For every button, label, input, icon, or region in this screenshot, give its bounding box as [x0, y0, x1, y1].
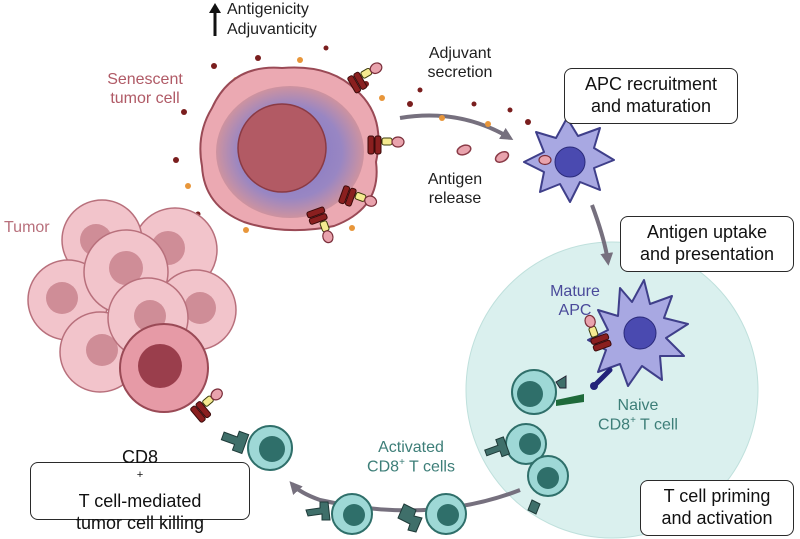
- naive-t-cell: [511, 369, 584, 415]
- senescent-tumor-cell: [199, 66, 380, 232]
- antigenicity-label: Antigenicity: [227, 1, 309, 18]
- activated-t-cells-bottom: [305, 493, 467, 535]
- mhc-receptors-senescent: [306, 62, 405, 244]
- tumor-cluster: [27, 199, 237, 423]
- up-arrow-icon: [209, 3, 221, 36]
- mature-apc: [584, 279, 689, 390]
- arrow-secretion: [399, 113, 514, 140]
- arrow-uptake: [590, 204, 614, 266]
- immature-apc: [523, 117, 615, 203]
- tumor-label: Tumor: [4, 219, 50, 236]
- activated-t-cells-region: [484, 423, 569, 515]
- adjuvanticity-label: Adjuvanticity: [227, 21, 317, 38]
- killer-t-cell: [220, 425, 293, 471]
- antigen-fragments: [456, 144, 510, 163]
- t-cell-killing-box: CD8+ T cell-mediated tumor cell killing: [30, 447, 250, 533]
